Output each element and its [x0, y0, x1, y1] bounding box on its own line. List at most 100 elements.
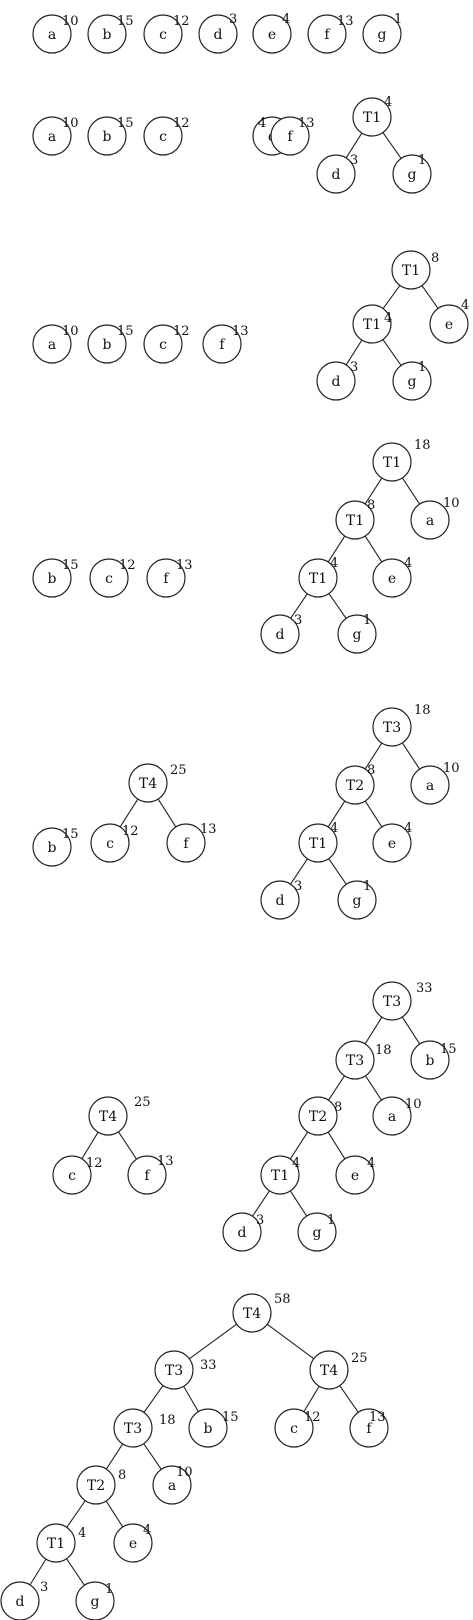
node-weight: 3 [350, 153, 358, 168]
node-weight: 13 [232, 324, 249, 339]
node-circle [372, 823, 412, 863]
tree-node: e4 [335, 1155, 375, 1195]
node-weight: 10 [176, 1465, 193, 1480]
tree-node: d3 [198, 12, 238, 54]
node-label: b [426, 1053, 435, 1069]
tree-node: T2 8 [298, 1096, 342, 1136]
node-label: f [366, 1421, 373, 1437]
node-weight: 12 [304, 1410, 321, 1425]
node-label: d [332, 374, 341, 390]
tree-node: c12 [143, 14, 190, 54]
node-label: g [408, 167, 417, 183]
node-weight: 15 [117, 14, 134, 29]
node-label: T4 [99, 1109, 117, 1125]
node-circle [198, 14, 238, 54]
node-weight: 4 [461, 298, 469, 313]
node-weight: 3 [229, 12, 237, 27]
tree-node: c12 [90, 823, 139, 863]
node-label: T2 [309, 1109, 327, 1125]
node-circle [76, 1465, 116, 1505]
node-weight: 4 [143, 1523, 151, 1538]
node-label: c [159, 337, 167, 353]
node-weight: 8 [334, 1100, 342, 1115]
tree-node: b15 [32, 827, 79, 867]
node-weight: 10 [443, 496, 460, 511]
tree-node: a10 [32, 14, 79, 54]
node-label: b [48, 840, 57, 856]
node-circle [335, 500, 375, 540]
tree-edge [364, 800, 383, 828]
tree-node: b15 [188, 1408, 239, 1448]
tree-node: b15 [87, 14, 134, 54]
node-label: a [426, 513, 434, 529]
tree-node: a 10 [410, 496, 460, 540]
node-weight: 8 [431, 251, 439, 266]
node-weight: 1 [363, 613, 371, 628]
tree-node: a10 [152, 1465, 193, 1505]
node-label: f [219, 337, 226, 353]
tree-node: b 15 [410, 1040, 457, 1080]
node-label: d [16, 1594, 25, 1610]
tree-node: T28 [76, 1465, 126, 1505]
node-weight: 15 [440, 1042, 457, 1057]
tree-edge [364, 477, 383, 505]
tree-node: d3 [0, 1580, 48, 1620]
tree-edge [401, 477, 421, 505]
node-circle [166, 823, 206, 863]
node-weight: 15 [117, 116, 134, 131]
tree-edge [421, 285, 439, 309]
node-weight: 33 [416, 981, 433, 996]
node-circle [32, 116, 72, 156]
node-circle [146, 558, 186, 598]
tree-edge [401, 1016, 421, 1045]
node-label: g [313, 1225, 322, 1241]
node-label: b [103, 337, 112, 353]
node-weight: 4 [384, 311, 392, 326]
node-weight: 25 [134, 1095, 151, 1110]
node-label: T1 [47, 1536, 65, 1552]
node-circle [143, 116, 183, 156]
node-weight: 12 [119, 558, 136, 573]
tree-edge [290, 858, 308, 885]
tree-node: e4 [429, 298, 469, 344]
node-circle [90, 823, 130, 863]
node-label: a [48, 337, 56, 353]
node-weight: 18 [414, 438, 431, 453]
tree-edge [29, 1558, 47, 1586]
node-circle [429, 304, 469, 344]
node-weight: 4 [282, 12, 290, 27]
node-circle [410, 765, 450, 805]
node-weight: 8 [118, 1468, 126, 1483]
tree-node: f 13 [202, 324, 249, 364]
node-weight: 12 [86, 1156, 103, 1171]
node-circle [32, 14, 72, 54]
node-weight: 15 [62, 558, 79, 573]
node-weight: 12 [173, 116, 190, 131]
node-label: d [238, 1225, 247, 1241]
node-weight: 3 [256, 1213, 264, 1228]
tree-node: g1 [392, 360, 432, 401]
node-label: T1 [363, 110, 381, 126]
node-circle [52, 1155, 92, 1195]
node-label: c [68, 1168, 76, 1184]
tree-edge [364, 742, 383, 770]
node-circle [222, 1212, 262, 1252]
node-weight: 13 [337, 14, 354, 29]
tree-node: T14 [352, 95, 392, 137]
tree-node: d3 [260, 613, 302, 654]
node-circle [88, 1096, 128, 1136]
tree-edge [382, 285, 401, 309]
node-weight: 1 [418, 360, 426, 375]
node-weight: 10 [62, 116, 79, 131]
node-label: b [48, 571, 57, 587]
node-label: T2 [346, 778, 364, 794]
node-label: T4 [139, 776, 157, 792]
tree-edge [364, 1016, 383, 1045]
node-circle [32, 558, 72, 598]
node-label: f [163, 571, 170, 587]
tree-node: g1 [337, 613, 377, 654]
